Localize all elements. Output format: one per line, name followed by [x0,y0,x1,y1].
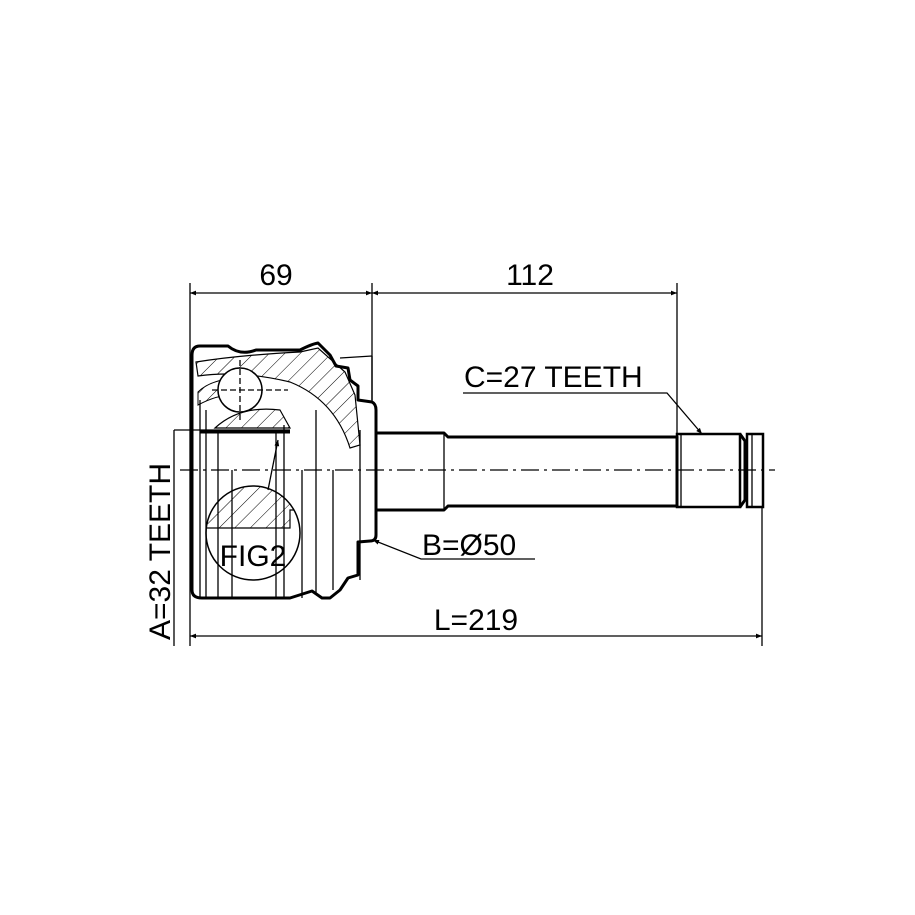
shaft [376,431,765,512]
total-length-label: L=219 [434,604,518,637]
outer-spline-label: C=27 TEETH [464,361,643,394]
dimension-112: 112 [372,259,677,296]
extension-lines [173,283,763,646]
dimension-total-length: L=219 [190,604,762,639]
dimension-112-label: 112 [506,259,554,292]
seal-diameter-label: B=Ø50 [422,529,516,562]
dimension-69-label: 69 [259,259,292,292]
inner-spline-label: A=32 TEETH [144,463,177,640]
dimension-69: 69 [190,259,372,296]
seal-diameter-callout: B=Ø50 [372,529,535,562]
fig2-detail: FIG2 [205,485,301,581]
outer-spline-callout: C=27 TEETH [463,361,703,435]
fig2-label: FIG2 [220,540,287,573]
